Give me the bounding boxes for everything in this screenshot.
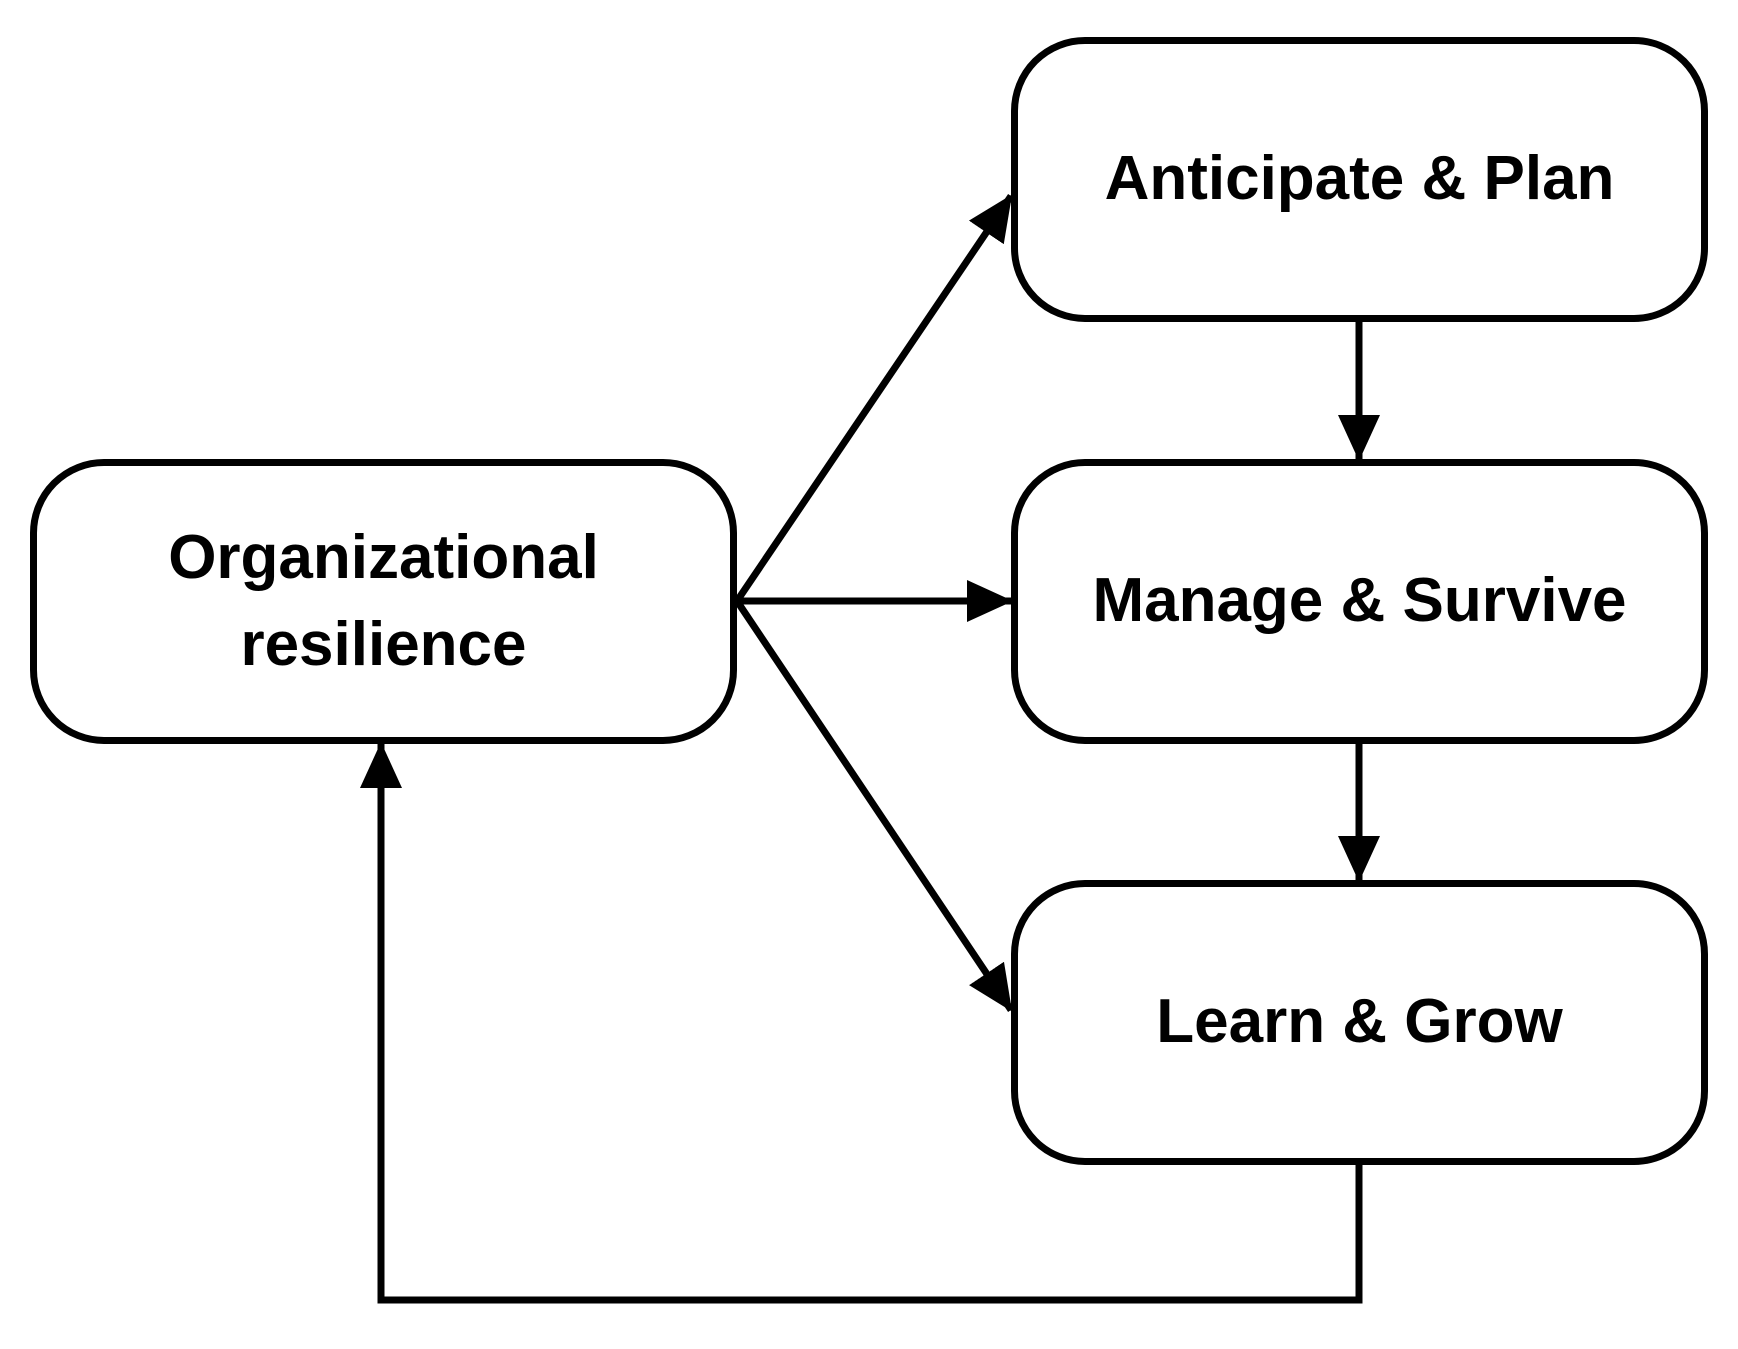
node-manage-survive: Manage & Survive [1011,459,1708,744]
node-organizational-resilience: Organizational resilience [30,459,737,744]
arrow-org-to-learn [734,599,1014,1012]
node-label-organizational-resilience: Organizational resilience [168,522,599,679]
arrow-org-to-anticipate [734,194,1014,603]
node-label-learn-grow: Learn & Grow [1156,987,1563,1057]
node-learn-grow: Learn & Grow [1011,880,1708,1165]
node-label-anticipate-plan: Anticipate & Plan [1104,144,1615,214]
node-label-manage-survive: Manage & Survive [1092,566,1627,636]
arrow-learn-to-org [360,742,1363,1304]
node-anticipate-plan: Anticipate & Plan [1011,37,1708,322]
